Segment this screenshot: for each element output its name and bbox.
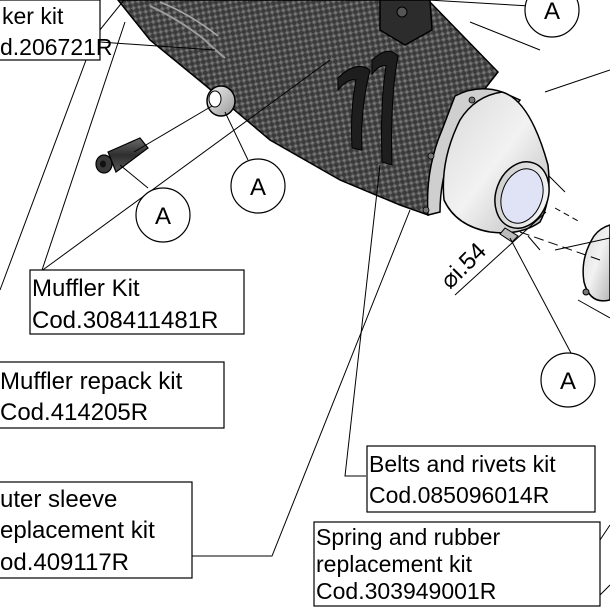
callout-a-bolt: A bbox=[135, 187, 191, 243]
muffler-body bbox=[117, 0, 550, 243]
washer bbox=[206, 85, 236, 117]
spring-rubber-code: Cod.303949001R bbox=[316, 578, 496, 604]
end-cap-rivet-2 bbox=[427, 152, 435, 160]
belt-strap-2 bbox=[371, 50, 399, 166]
callout-a-top: A bbox=[524, 0, 580, 38]
outer-sleeve-subtitle: eplacement kit bbox=[0, 517, 155, 544]
diameter-dimension: ⌀i.54 bbox=[435, 238, 492, 295]
outer-sleeve-code: od.409117R bbox=[0, 549, 129, 576]
spring-rubber-subtitle: replacement kit bbox=[316, 551, 473, 577]
mounting-bracket bbox=[379, 0, 433, 46]
label-sticker-kit: ker kit d.206721R bbox=[0, 0, 113, 61]
repack-kit-code: Cod.414205R bbox=[0, 399, 148, 426]
spring-rubber-title: Spring and rubber bbox=[316, 524, 500, 550]
belts-rivets-title: Belts and rivets kit bbox=[369, 451, 556, 477]
belts-rivets-code: Cod.085096014R bbox=[369, 482, 549, 508]
sticker-kit-title: ker kit bbox=[2, 3, 64, 29]
label-belts-rivets: Belts and rivets kit Cod.085096014R bbox=[366, 445, 596, 513]
bolt bbox=[95, 137, 149, 174]
belt-strap-1 bbox=[337, 65, 371, 151]
outlet-inner bbox=[500, 168, 544, 224]
callout-a-washer-label: A bbox=[250, 174, 266, 201]
callout-a-washer: A bbox=[230, 158, 286, 214]
bracket-bolt bbox=[396, 6, 408, 18]
callout-a-right: A bbox=[540, 352, 596, 408]
repack-kit-title: Muffler repack kit bbox=[0, 368, 183, 395]
muffler-kit-title: Muffler Kit bbox=[32, 275, 140, 302]
end-cap-rivet-3 bbox=[422, 206, 430, 214]
callout-a-top-label: A bbox=[544, 0, 560, 25]
leader-lines bbox=[0, 0, 610, 596]
end-cap-rivet-1 bbox=[468, 96, 476, 104]
label-outer-sleeve: uter sleeve eplacement kit od.409117R bbox=[0, 481, 193, 579]
link-pipe bbox=[582, 224, 610, 302]
brand-mark bbox=[149, 5, 226, 59]
outer-sleeve-title: uter sleeve bbox=[0, 486, 117, 513]
link-pipe-screw bbox=[582, 288, 590, 296]
callout-a-bolt-label: A bbox=[155, 203, 171, 230]
muffler-kit-code: Cod.308411481R bbox=[32, 307, 218, 334]
label-spring-rubber: Spring and rubber replacement kit Cod.30… bbox=[313, 521, 601, 607]
label-muffler-kit: Muffler Kit Cod.308411481R bbox=[29, 269, 245, 335]
sticker-kit-code: d.206721R bbox=[0, 34, 113, 60]
callout-a-right-label: A bbox=[560, 368, 576, 395]
label-repack-kit: Muffler repack kit Cod.414205R bbox=[0, 361, 225, 429]
